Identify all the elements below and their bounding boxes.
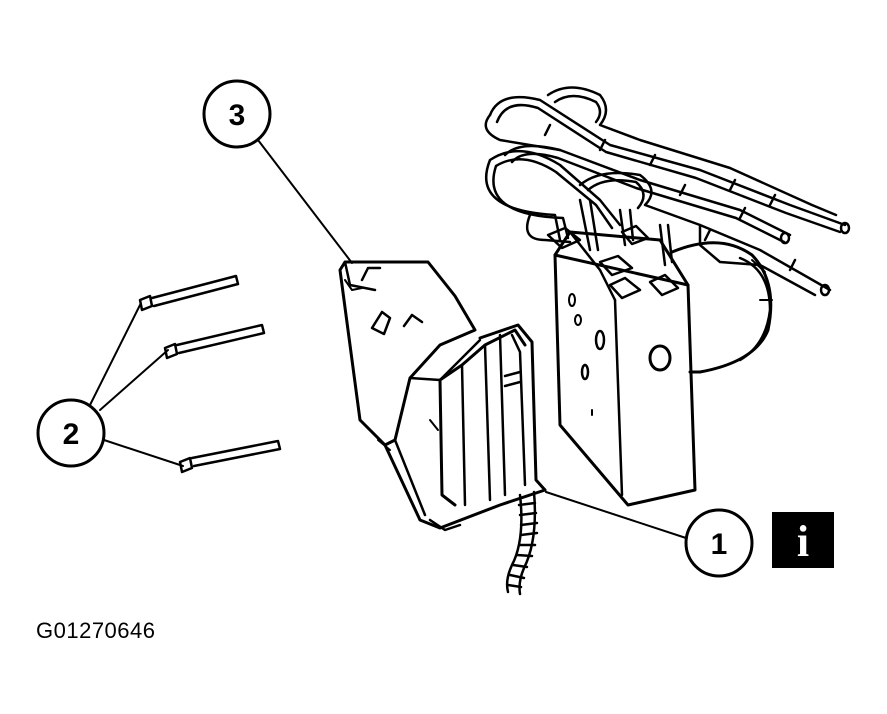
figure-id-label: G01270646 — [36, 618, 156, 643]
hydraulic-unit — [546, 224, 773, 507]
wiring-harness — [505, 490, 539, 596]
control-module — [338, 260, 547, 532]
info-badge: i — [772, 512, 834, 568]
mounting-bolts — [138, 274, 282, 474]
bolt — [138, 274, 240, 312]
info-icon: i — [797, 517, 809, 566]
brake-lines — [484, 86, 851, 297]
callout-3-label: 3 — [229, 99, 246, 132]
callout-1-label: 1 — [711, 528, 728, 561]
callout-2-label: 2 — [63, 418, 80, 451]
callout-2: 2 — [36, 304, 184, 468]
callout-1: 1 — [545, 491, 754, 578]
bolt — [163, 323, 266, 360]
callout-3: 3 — [202, 79, 353, 264]
bolt — [178, 439, 282, 474]
